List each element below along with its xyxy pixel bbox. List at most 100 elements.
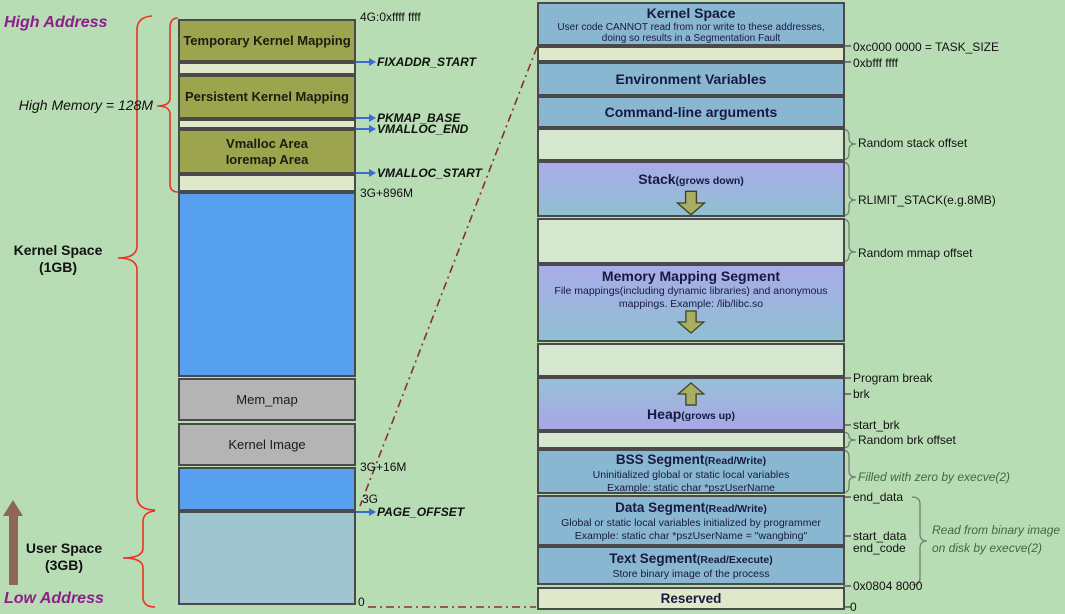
note-filled-with-zero: Filled with zero by execve(2) bbox=[858, 470, 1011, 484]
box-label: Persistent Kernel Mapping bbox=[185, 89, 349, 104]
user-space-label-line1: User Space bbox=[25, 540, 103, 556]
box-user-space-region bbox=[178, 511, 356, 605]
heap-suffix: (grows up) bbox=[681, 410, 735, 422]
box-environment-variables: Environment Variables bbox=[537, 62, 845, 96]
pointer-arrow-icon bbox=[369, 508, 376, 516]
box-kernel-space-header: Kernel Space User code CANNOT read from … bbox=[537, 2, 845, 46]
pointer-label: PKMAP_BASE bbox=[377, 111, 461, 125]
box-label-line2: Ioremap Area bbox=[225, 151, 309, 167]
data-title: Data Segment bbox=[615, 500, 706, 515]
pointer-arrow-icon bbox=[369, 58, 376, 66]
label-program-break: Program break bbox=[853, 371, 933, 385]
bss-suffix: (Read/Write) bbox=[704, 455, 767, 467]
kernel-space-label-line1: Kernel Space bbox=[13, 242, 103, 258]
label-brk: brk bbox=[853, 387, 870, 401]
box-mem-map: Mem_map bbox=[178, 378, 356, 421]
box-title: Reserved bbox=[660, 591, 722, 606]
note-read-binary-line2: on disk by execve(2) bbox=[932, 541, 1043, 555]
pointer-pkmap-base: PKMAP_BASE bbox=[356, 112, 460, 124]
box-subtitle-2: doing so results in a Segmentation Fault bbox=[601, 33, 781, 44]
box-gap-random-stack-offset bbox=[537, 128, 845, 161]
box-title: Command-line arguments bbox=[604, 103, 778, 120]
box-subtitle-2: mappings. Example: /lib/libc.so bbox=[618, 297, 764, 310]
stack-title: Stack bbox=[638, 171, 676, 187]
addr-0804-8000: 0x0804 8000 bbox=[853, 579, 923, 593]
user-space-label-line2: (3GB) bbox=[44, 557, 84, 573]
addr-3g-896m: 3G+896M bbox=[360, 186, 414, 200]
box-subtitle-1: Global or static local variables initial… bbox=[561, 517, 821, 529]
note-read-binary-line1: Read from binary image bbox=[932, 523, 1061, 537]
box-title: Kernel Space bbox=[646, 5, 736, 21]
box-memory-mapping-segment: Memory Mapping Segment File mappings(inc… bbox=[537, 264, 845, 342]
pointer-vmalloc-end: VMALLOC_END bbox=[356, 123, 468, 135]
box-subtitle-2: Example: static char *pszUserName = "wan… bbox=[574, 529, 808, 542]
box-heap: Heap(grows up) bbox=[537, 377, 845, 431]
box-title: Stack(grows down) bbox=[638, 171, 744, 190]
pointer-line bbox=[356, 117, 369, 119]
pointer-label: FIXADDR_START bbox=[377, 55, 476, 69]
high-memory-label: High Memory = 128M bbox=[18, 97, 153, 113]
high-address-label: High Address bbox=[4, 14, 108, 31]
addr-task-size: 0xc000 0000 = TASK_SIZE bbox=[853, 40, 999, 54]
pointer-fixaddr-start: FIXADDR_START bbox=[356, 56, 476, 68]
text-suffix: (Read/Execute) bbox=[696, 554, 773, 566]
box-gap-fixaddr bbox=[178, 62, 356, 75]
high-memory-brace bbox=[156, 17, 179, 193]
low-address-label: Low Address bbox=[4, 590, 104, 607]
addr-bfff: 0xbfff ffff bbox=[853, 56, 898, 70]
bss-title: BSS Segment bbox=[615, 452, 705, 467]
pointer-label: VMALLOC_START bbox=[377, 166, 482, 180]
pointer-label: VMALLOC_END bbox=[377, 122, 469, 136]
pointer-vmalloc-start: VMALLOC_START bbox=[356, 167, 482, 179]
box-gap-above-heap bbox=[537, 343, 845, 377]
box-gap-random-mmap-offset bbox=[537, 218, 845, 264]
box-label: Kernel Image bbox=[228, 436, 306, 452]
stack-suffix: (grows down) bbox=[675, 175, 744, 187]
addr-4g: 4G:0xffff ffff bbox=[360, 10, 421, 24]
arrow-stem bbox=[9, 516, 18, 585]
box-title: Memory Mapping Segment bbox=[601, 268, 781, 284]
data-suffix: (Read/Write) bbox=[705, 503, 767, 515]
box-gap-random-brk-offset bbox=[537, 431, 845, 449]
grows-down-arrow-icon bbox=[675, 190, 707, 216]
heap-title: Heap bbox=[647, 406, 682, 422]
box-kernel-image: Kernel Image bbox=[178, 423, 356, 466]
grows-down-arrow-icon bbox=[676, 310, 706, 334]
addr-left-zero: 0 bbox=[358, 595, 365, 609]
pointer-label: PAGE_OFFSET bbox=[377, 505, 465, 519]
pointer-line bbox=[356, 61, 369, 63]
pointer-arrow-icon bbox=[369, 125, 376, 133]
box-stack: Stack(grows down) bbox=[537, 161, 845, 217]
pointer-arrow-icon bbox=[369, 114, 376, 122]
box-subtitle-1: File mappings(including dynamic librarie… bbox=[554, 285, 828, 297]
box-title: Text Segment(Read/Execute) bbox=[609, 551, 772, 568]
user-space-label: User Space (3GB) bbox=[10, 540, 118, 574]
box-title: Heap(grows up) bbox=[647, 406, 735, 425]
pointer-arrow-icon bbox=[369, 169, 376, 177]
box-title: BSS Segment(Read/Write) bbox=[616, 452, 766, 469]
label-start-data: start_data bbox=[853, 529, 907, 543]
arrow-head bbox=[3, 500, 23, 516]
box-subtitle-1: Uninitialized global or static local var… bbox=[592, 469, 790, 481]
box-temporary-kernel-mapping: Temporary Kernel Mapping bbox=[178, 19, 356, 62]
annotation-random-mmap-offset: Random mmap offset bbox=[858, 246, 973, 260]
box-label: Mem_map bbox=[236, 391, 298, 407]
low-to-high-arrow-icon bbox=[2, 500, 24, 585]
read-binary-brace bbox=[911, 496, 928, 586]
box-direct-mapped-region bbox=[178, 192, 356, 377]
box-data-segment: Data Segment(Read/Write) Global or stati… bbox=[537, 495, 845, 546]
annotation-random-brk-offset: Random brk offset bbox=[858, 433, 956, 447]
pointer-line bbox=[356, 511, 369, 513]
pointer-line bbox=[356, 172, 369, 174]
label-end-code: end_code bbox=[853, 541, 906, 555]
box-low-16m-region bbox=[178, 467, 356, 511]
grows-up-arrow-icon bbox=[676, 382, 706, 406]
pointer-page-offset: PAGE_OFFSET bbox=[356, 506, 464, 518]
pointer-line bbox=[356, 128, 369, 130]
box-persistent-kernel-mapping: Persistent Kernel Mapping bbox=[178, 75, 356, 119]
box-title: Data Segment(Read/Write) bbox=[615, 500, 767, 517]
box-subtitle-1: User code CANNOT read from nor write to … bbox=[557, 22, 825, 33]
box-label-line1: Vmalloc Area bbox=[226, 135, 308, 151]
addr-right-zero: 0 bbox=[850, 600, 857, 614]
